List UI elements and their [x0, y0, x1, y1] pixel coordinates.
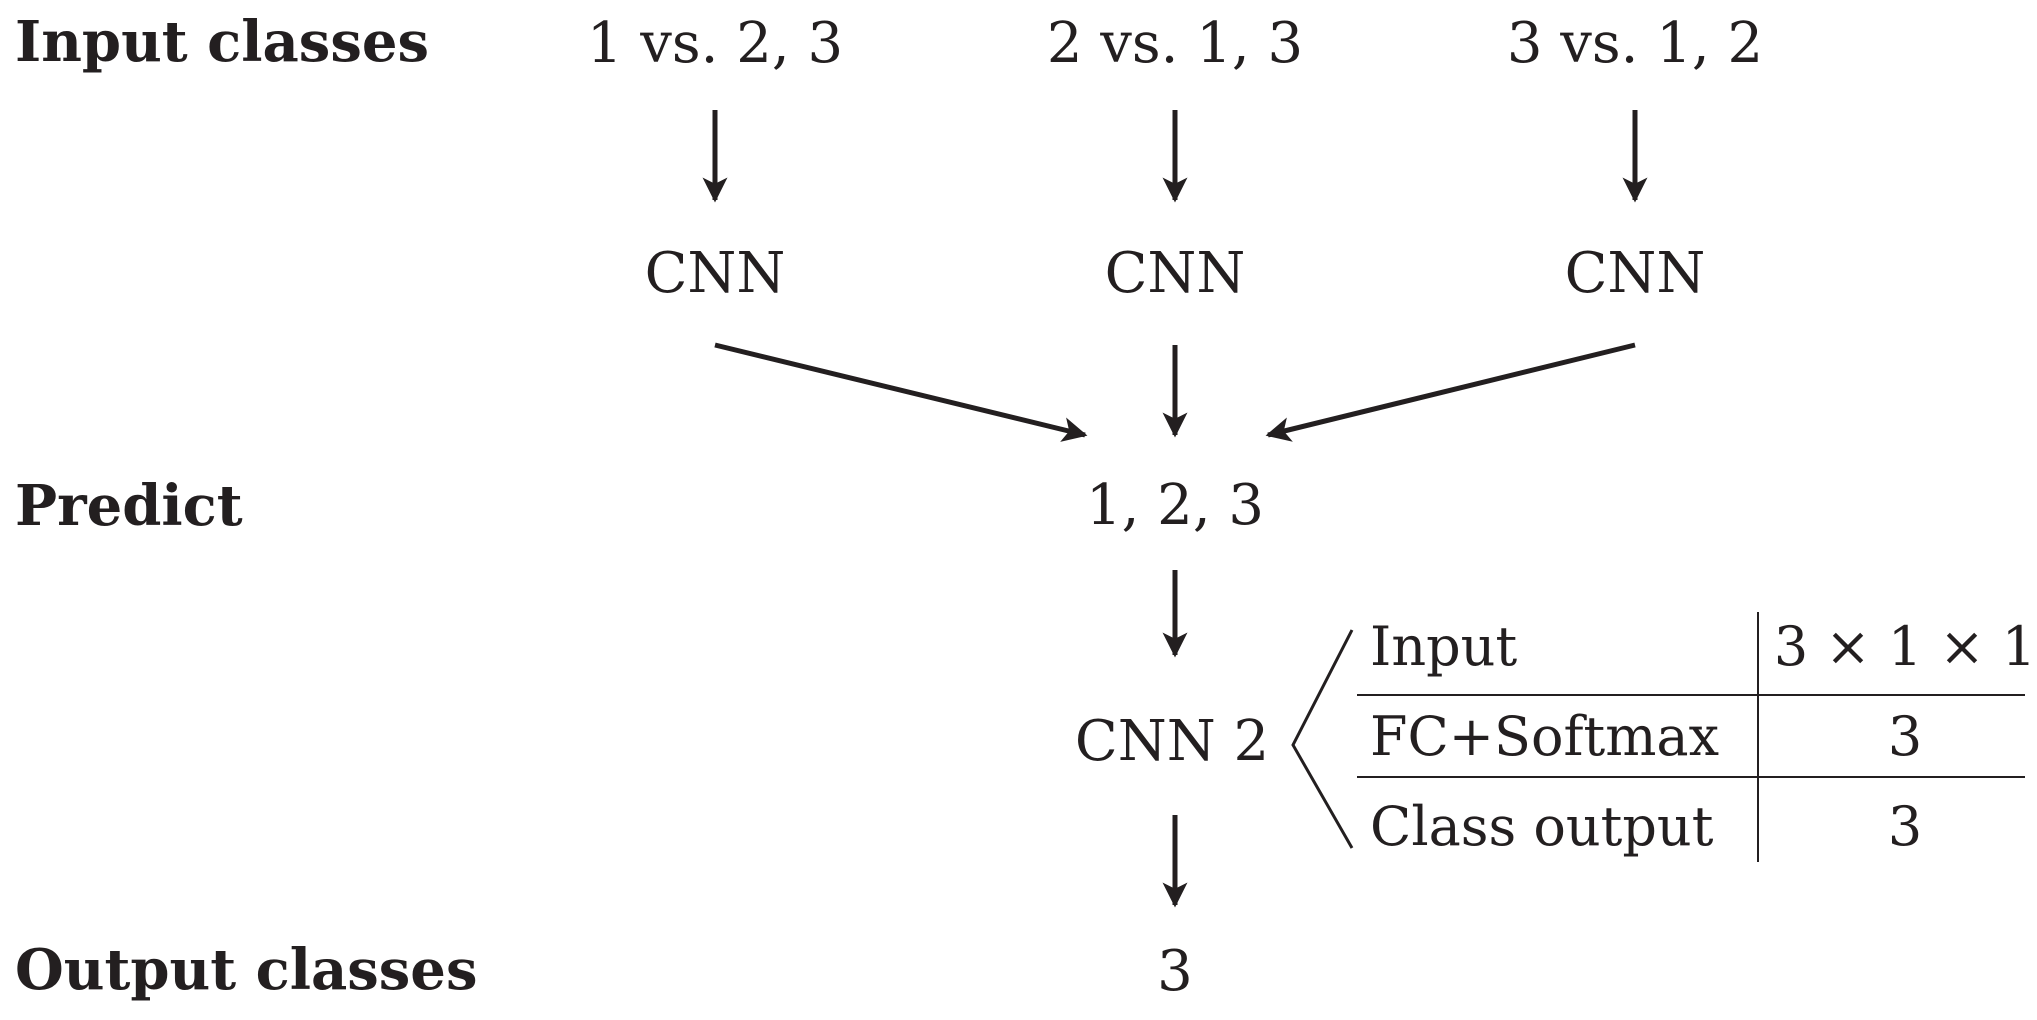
layer-name-fc-softmax: FC+Softmax	[1370, 705, 1720, 768]
cnn-node-3: CNN	[1564, 241, 1706, 306]
input-class-1: 1 vs. 2, 3	[586, 11, 844, 76]
predict-value: 1, 2, 3	[1085, 473, 1265, 538]
input-class-3: 3 vs. 1, 2	[1506, 11, 1764, 76]
layer-name-input: Input	[1370, 615, 1518, 678]
layer-size-fc-softmax: 3	[1887, 705, 1923, 768]
input-class-2: 2 vs. 1, 3	[1046, 11, 1304, 76]
row-label-input-classes: Input classes	[15, 9, 430, 75]
layer-table-bracket	[1291, 629, 1354, 849]
row-label-output-classes: Output classes	[15, 937, 478, 1003]
output-value: 3	[1157, 939, 1193, 1004]
cnn-node-2: CNN	[1104, 241, 1246, 306]
layer-size-input: 3 × 1 × 1	[1773, 615, 2037, 678]
layer-size-class-output: 3	[1887, 795, 1923, 858]
row-label-predict: Predict	[15, 473, 243, 539]
arrow-cnn3-to-predict	[1265, 342, 1636, 442]
cnn-node-1: CNN	[644, 241, 786, 306]
arrow-cnn1-to-predict	[714, 342, 1088, 442]
layer-name-class-output: Class output	[1370, 795, 1714, 858]
cnn2-node: CNN 2	[1074, 709, 1270, 774]
